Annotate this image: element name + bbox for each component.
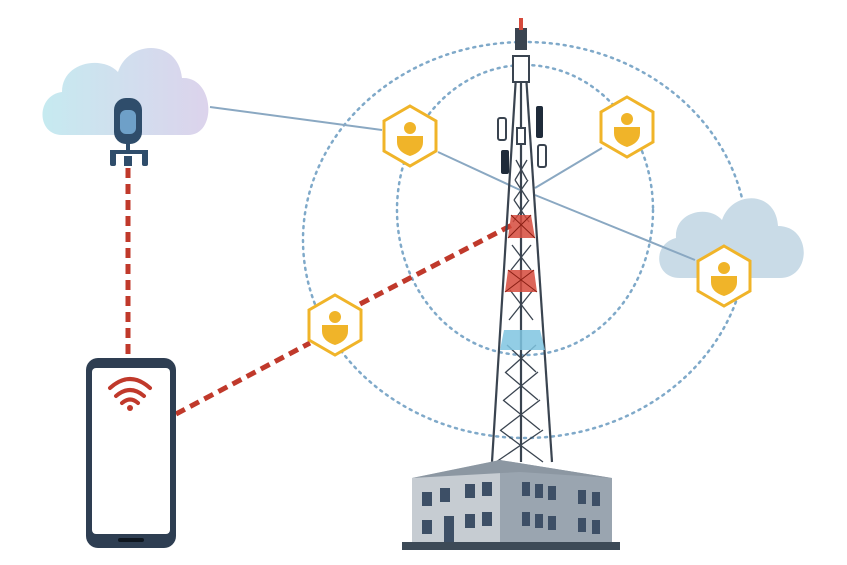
building-icon xyxy=(402,460,620,550)
link-tower-to-node-2 xyxy=(534,147,603,189)
smartphone-icon xyxy=(86,358,176,548)
user-node-4 xyxy=(307,293,363,357)
user-node-3 xyxy=(696,244,752,308)
dashed-link-phone-to-node-4 xyxy=(174,340,312,417)
wifi-signal-icon xyxy=(108,377,152,411)
cell-tower-icon xyxy=(490,18,554,463)
dashed-links xyxy=(125,168,514,417)
user-node-1 xyxy=(382,104,438,168)
wireless-gateway-icon xyxy=(110,98,148,166)
tower-blue-band xyxy=(500,330,545,350)
link-lines xyxy=(209,106,696,261)
cloud-right-icon xyxy=(659,198,804,278)
cloud-left-icon xyxy=(42,47,209,135)
link-cloud-to-node-1 xyxy=(209,106,383,131)
dashed-link-node-4-to-tower xyxy=(358,222,514,307)
link-tower-to-node-3 xyxy=(534,194,696,261)
link-node-1-to-tower xyxy=(437,151,521,191)
user-node-2 xyxy=(599,95,655,159)
